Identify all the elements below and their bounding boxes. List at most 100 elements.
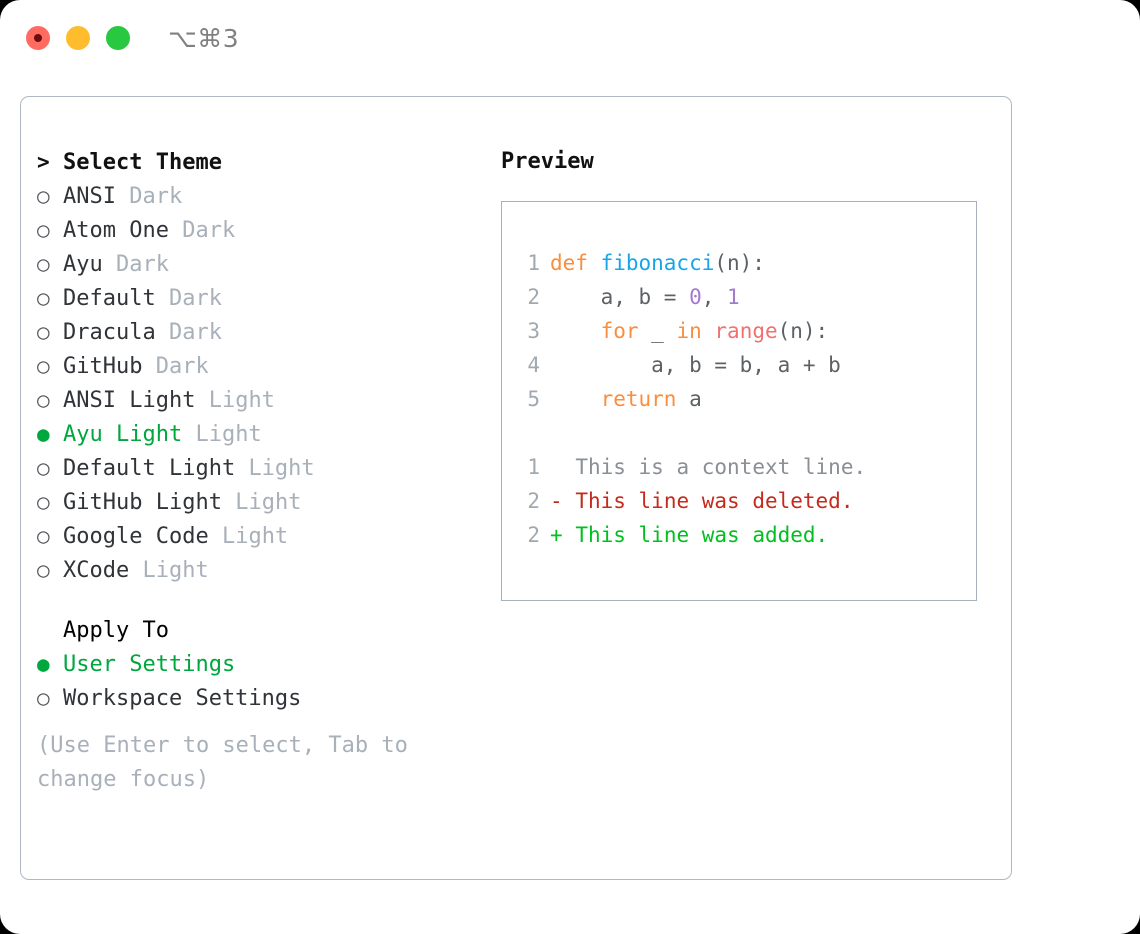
code-token: 0 (689, 285, 702, 309)
line-number: 1 (527, 455, 540, 479)
radio-icon[interactable]: ○ (37, 286, 50, 310)
theme-list-item[interactable]: ○ Google Code Light (37, 519, 477, 553)
apply-to-label: Workspace Settings (63, 686, 302, 711)
code-token: (n): (777, 319, 829, 343)
theme-list-item[interactable]: ○GitHub Light Light (37, 485, 477, 519)
code-token: a, b = b, a + b (550, 353, 841, 377)
radio-icon[interactable]: ○ (37, 184, 50, 208)
theme-name: ANSI Light (63, 388, 196, 413)
code-token: (n): (714, 251, 765, 275)
section-title: Select Theme (63, 150, 222, 175)
window-minimize-button[interactable] (66, 26, 90, 50)
theme-variant-tag: Dark (182, 218, 236, 243)
code-token: _ (638, 319, 677, 343)
theme-variant-tag: Dark (168, 286, 222, 311)
diff-line-added: 2 + This line was added. (520, 518, 976, 552)
code-line: 2 a, b = 0, 1 (520, 280, 976, 314)
theme-variant-tag: Dark (116, 252, 169, 277)
theme-list-item[interactable]: ○Default Dark (37, 281, 477, 315)
radio-icon[interactable]: ○ (37, 320, 50, 344)
theme-variant-tag: Light (221, 524, 289, 549)
theme-list-item[interactable]: ○ ANSI Light Light (37, 383, 477, 417)
radio-icon[interactable]: ○ (37, 558, 50, 582)
diff-text: This line was added. (575, 523, 829, 547)
apply-to-list: ● User Settings ○ Workspace Settings (37, 647, 477, 715)
radio-icon[interactable]: ○ (37, 354, 50, 378)
radio-icon[interactable]: ○ (37, 388, 50, 412)
diff-sample: 1 This is a context line. 2- This line w… (520, 450, 976, 552)
code-line: 1 def fibonacci(n): (520, 246, 976, 280)
radio-icon-selected[interactable]: ● (37, 652, 50, 676)
marker-placeholder: · (37, 613, 63, 647)
diff-sign: + (550, 523, 563, 547)
select-theme-heading: > Select Theme (37, 145, 477, 179)
cursor-caret-icon: > (37, 150, 50, 174)
theme-list-item[interactable]: ○Dracula Dark (37, 315, 477, 349)
code-token: a (676, 387, 702, 411)
theme-list-item[interactable]: ○Default Light Light (37, 451, 477, 485)
section-title: Apply To (63, 618, 169, 643)
theme-list-item[interactable]: ○Ayu Dark (37, 247, 477, 281)
code-token: in (676, 319, 702, 343)
theme-variant-tag: Dark (129, 184, 183, 209)
theme-variant-tag: Light (208, 388, 275, 413)
radio-icon[interactable]: ○ (37, 490, 50, 514)
theme-selector-column: >Select Theme ○ANSI Dark ○Atom One Dark … (37, 145, 477, 797)
code-token: return (600, 387, 677, 411)
code-token: , (701, 285, 728, 309)
code-token (550, 319, 601, 343)
theme-list-item-selected[interactable]: ●Ayu Light Light (37, 417, 477, 451)
line-number: 3 (527, 319, 540, 343)
apply-to-heading: ·Apply To (37, 613, 477, 647)
apply-to-item-selected[interactable]: ● User Settings (37, 647, 477, 681)
radio-icon[interactable]: ○ (37, 252, 50, 276)
radio-icon[interactable]: ○ (37, 218, 50, 242)
code-token (550, 387, 601, 411)
code-line: 3 for _ in range(n): (520, 314, 976, 348)
code-token: a, b = (550, 285, 690, 309)
radio-icon-selected[interactable]: ● (37, 422, 50, 446)
theme-name: Default Light (63, 456, 236, 481)
radio-icon[interactable]: ○ (37, 456, 50, 480)
theme-variant-tag: Dark (155, 354, 209, 379)
apply-to-label: User Settings (63, 652, 236, 677)
preview-separator (520, 416, 976, 450)
line-number: 5 (527, 387, 540, 411)
diff-sign (550, 455, 563, 479)
code-line: 4 a, b = b, a + b (520, 348, 976, 382)
apply-to-item[interactable]: ○ Workspace Settings (37, 681, 477, 715)
diff-text: This line was deleted. (575, 489, 854, 513)
radio-icon[interactable]: ○ (37, 686, 50, 710)
keyboard-hint-text: (Use Enter to select, Tab to change focu… (37, 733, 422, 792)
radio-icon[interactable]: ○ (37, 524, 50, 548)
preview-heading: Preview (501, 149, 594, 174)
line-number: 1 (527, 251, 540, 275)
window-close-button[interactable] (26, 26, 50, 50)
theme-variant-tag: Dark (168, 320, 222, 345)
window-maximize-button[interactable] (106, 26, 130, 50)
theme-variant-tag: Light (195, 422, 262, 447)
line-number: 2 (527, 523, 540, 547)
theme-list-item[interactable]: ○ Atom One Dark (37, 213, 477, 247)
diff-text: This is a context line. (575, 455, 867, 479)
code-token: fibonacci (600, 251, 715, 275)
code-token: def (550, 251, 601, 275)
theme-list-item[interactable]: ○XCode Light (37, 553, 477, 587)
theme-name: ANSI (63, 184, 116, 209)
theme-variant-tag: Light (235, 490, 302, 515)
theme-name: Google Code (63, 524, 209, 549)
theme-name: Atom One (63, 218, 169, 243)
theme-list: ○ANSI Dark ○Atom One Dark ○Ayu Dark ○Def… (37, 179, 477, 587)
diff-line-context: 1 This is a context line. (520, 450, 976, 484)
diff-sign: - (550, 489, 563, 513)
theme-list-item[interactable]: ○GitHub Dark (37, 349, 477, 383)
line-number: 2 (527, 285, 540, 309)
diff-line-deleted: 2- This line was deleted. (520, 484, 976, 518)
theme-list-item[interactable]: ○ ANSI Dark (37, 179, 477, 213)
recording-indicator-icon (34, 34, 42, 42)
code-token: 1 (727, 285, 740, 309)
